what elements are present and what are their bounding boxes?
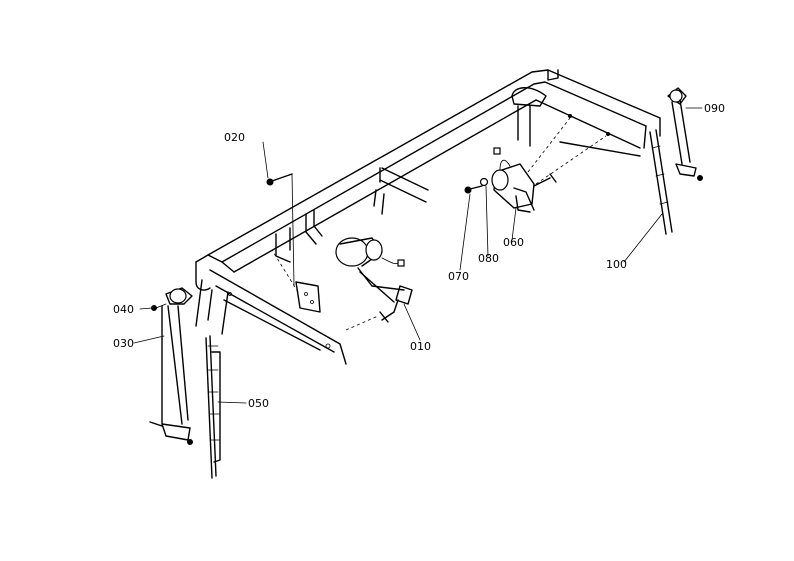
part-labels: 010 020 030 040 050 060 070 080 090 100 xyxy=(113,102,725,410)
front-wiper-arm xyxy=(149,287,193,445)
front-wiper-motor xyxy=(271,237,413,331)
rear-wiper-motor xyxy=(491,114,610,213)
label-070: 070 xyxy=(448,270,469,283)
label-030: 030 xyxy=(113,337,134,350)
label-060: 060 xyxy=(503,236,524,249)
cab-frame xyxy=(195,69,661,365)
front-wiper-blade xyxy=(205,335,221,479)
label-020: 020 xyxy=(224,131,245,144)
rear-wiper-arm xyxy=(667,87,703,181)
screw-020 xyxy=(266,173,295,287)
rear-wiper-blade xyxy=(649,129,673,235)
bolt-070 xyxy=(464,185,483,194)
label-040: 040 xyxy=(113,303,134,316)
label-010: 010 xyxy=(410,340,431,353)
washer-080 xyxy=(479,177,489,187)
label-100: 100 xyxy=(606,258,627,271)
label-080: 080 xyxy=(478,252,499,265)
label-050: 050 xyxy=(248,397,269,410)
label-090: 090 xyxy=(704,102,725,115)
leader-lines xyxy=(133,107,703,404)
